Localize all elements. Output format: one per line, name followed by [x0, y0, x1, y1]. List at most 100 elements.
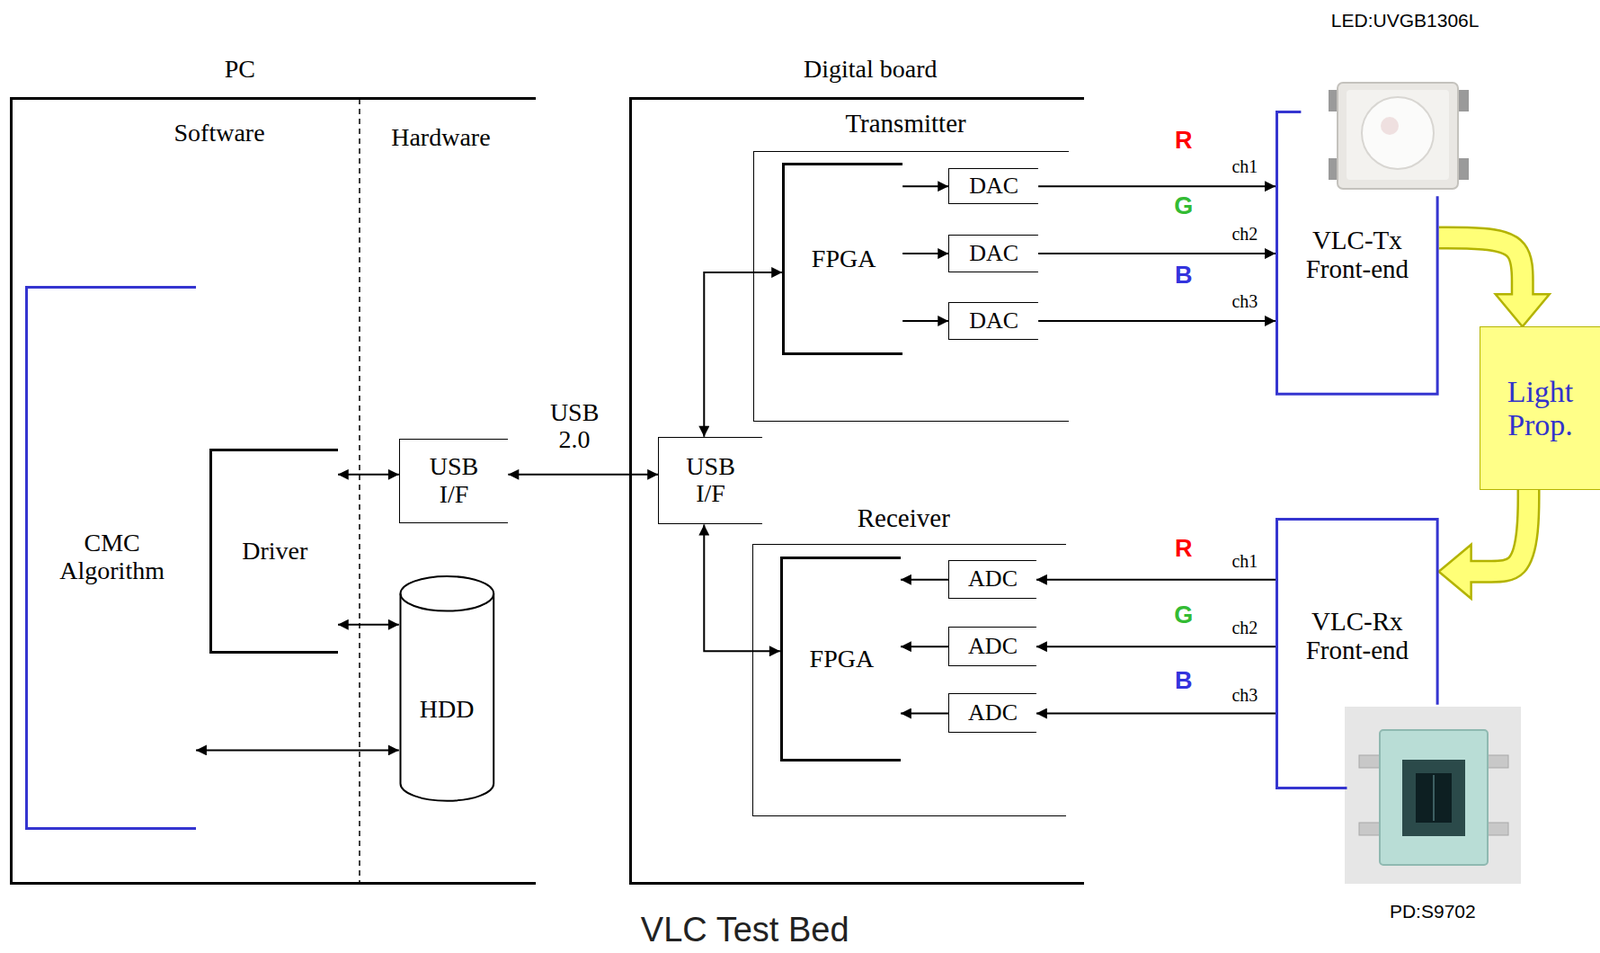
connector-line: [902, 185, 949, 187]
connector-line: [507, 473, 658, 476]
signal-arrow: [900, 578, 949, 580]
pd-chip: [1415, 773, 1452, 823]
channel-name: ch3: [1231, 291, 1258, 312]
signal-arrow: [1036, 712, 1276, 714]
pc-panel: CMC AlgorithmDriverUSB I/FHDDPCSoftwareH…: [9, 97, 536, 885]
connector-line: [900, 712, 949, 715]
box-label: VLC-Tx Front-end: [1289, 226, 1425, 285]
signal-arrow: [1038, 253, 1276, 255]
signal-arrow: [337, 623, 400, 625]
channel-name: ch3: [1231, 684, 1258, 705]
connector-line: [902, 320, 949, 322]
software-hardware-divider: [358, 98, 361, 883]
led-lens: [1361, 97, 1434, 169]
connector-line: [1038, 185, 1276, 187]
connector-line: [900, 578, 949, 581]
panel-heading: Transmitter: [844, 109, 966, 139]
connector-label: USB 2.0: [542, 399, 606, 455]
color-channel: B: [1174, 262, 1193, 290]
signal-arrow: [1036, 646, 1276, 648]
signal-arrow: [703, 272, 783, 437]
signal-arrow: [337, 473, 400, 475]
signal-arrow: [507, 473, 658, 475]
pd-body: [1379, 729, 1488, 865]
open-outline: [1277, 518, 1439, 788]
driver-box: Driver: [209, 448, 338, 653]
figure-caption: VLC Test Bed: [640, 911, 850, 950]
led-face: [1346, 89, 1449, 180]
color-channel: R: [1174, 127, 1193, 155]
panel-heading: Digital board: [803, 55, 938, 84]
box-label: Driver: [241, 537, 308, 566]
hdd-cylinder: HDD: [399, 576, 496, 801]
arrow-head: [1439, 544, 1472, 599]
connector-line: [337, 473, 400, 476]
adc-box: ADC: [948, 693, 1037, 732]
arrow-body-outline: [1439, 238, 1523, 298]
led-die: [1380, 116, 1399, 135]
receiver-block: FPGAADCADCADCReceiver: [752, 543, 1067, 817]
connector-line: [337, 623, 400, 626]
signal-arrow: [902, 253, 949, 255]
box-label: DAC: [968, 307, 1019, 334]
part-number: LED:UVGB1306L: [1331, 9, 1480, 31]
usb-interface-box: USB I/F: [399, 438, 508, 524]
signal-arrow: [900, 712, 949, 714]
panel-heading: Receiver: [857, 504, 951, 534]
box-label: CMC Algorithm: [40, 530, 185, 587]
box-label: ADC: [968, 632, 1018, 659]
box-label: VLC-Rx Front-end: [1289, 607, 1425, 666]
signal-arrow: [902, 320, 949, 322]
arrow-body: [1439, 238, 1523, 298]
box-label: FPGA: [811, 244, 877, 273]
signal-arrow: [1038, 320, 1276, 322]
connector-line: [1038, 252, 1276, 255]
box-label: ADC: [968, 566, 1018, 593]
front-end-block: VLC-Rx Front-end: [1275, 517, 1440, 790]
led-picture: [1328, 82, 1469, 189]
algorithm-box: CMC Algorithm: [25, 285, 196, 830]
signal-arrow: [1036, 578, 1276, 580]
connector-line: [1036, 712, 1276, 715]
board-panel: FPGA DAC DAC DAC TransmitterUSB I/F FPGA ADC AD…: [629, 97, 1084, 885]
signal-arrow: [1038, 186, 1276, 187]
dac-box: DAC: [948, 302, 1039, 340]
connector-line: [902, 252, 949, 255]
box-label: FPGA: [809, 645, 875, 674]
color-channel: G: [1173, 194, 1193, 222]
usb-interface-box: USB I/F: [657, 436, 763, 525]
channel-name: ch1: [1231, 551, 1258, 571]
color-channel: B: [1174, 667, 1193, 695]
light-path-arrow: [1439, 489, 1529, 599]
front-end-block: VLC-Tx Front-end: [1275, 110, 1440, 396]
adc-box: ADC: [948, 560, 1037, 599]
fpga-box: FPGA: [780, 556, 901, 762]
arrow-head: [1495, 293, 1550, 327]
dac-box: DAC: [948, 168, 1039, 205]
pd-chip-line: [1432, 774, 1435, 821]
cylinder-rim: [400, 594, 494, 612]
color-channel: R: [1174, 535, 1193, 563]
dac-box: DAC: [948, 234, 1039, 273]
connector-line: [703, 272, 783, 437]
transmitter-block: FPGADACDACDACTransmitter: [753, 151, 1069, 422]
box-label: Software: [174, 118, 266, 147]
channel-name: ch1: [1231, 156, 1258, 177]
connector-line: [195, 748, 400, 751]
node-outline: [399, 576, 496, 801]
box-label: DAC: [968, 240, 1019, 267]
box-label: HDD: [419, 695, 475, 724]
photo-background: [1344, 706, 1521, 884]
connector-line: [900, 645, 949, 648]
photodiode-picture: [1344, 706, 1521, 884]
color-channel: G: [1173, 602, 1193, 630]
signal-arrow: [902, 186, 949, 187]
box-label: Hardware: [391, 124, 490, 152]
signal-arrow: [900, 646, 949, 648]
box-label: USB I/F: [420, 453, 489, 509]
channel-name: ch2: [1231, 223, 1258, 244]
connector-line: [1036, 645, 1276, 648]
box-label: ADC: [968, 700, 1018, 727]
signal-arrow: [195, 749, 400, 751]
fpga-box: FPGA: [782, 162, 903, 355]
